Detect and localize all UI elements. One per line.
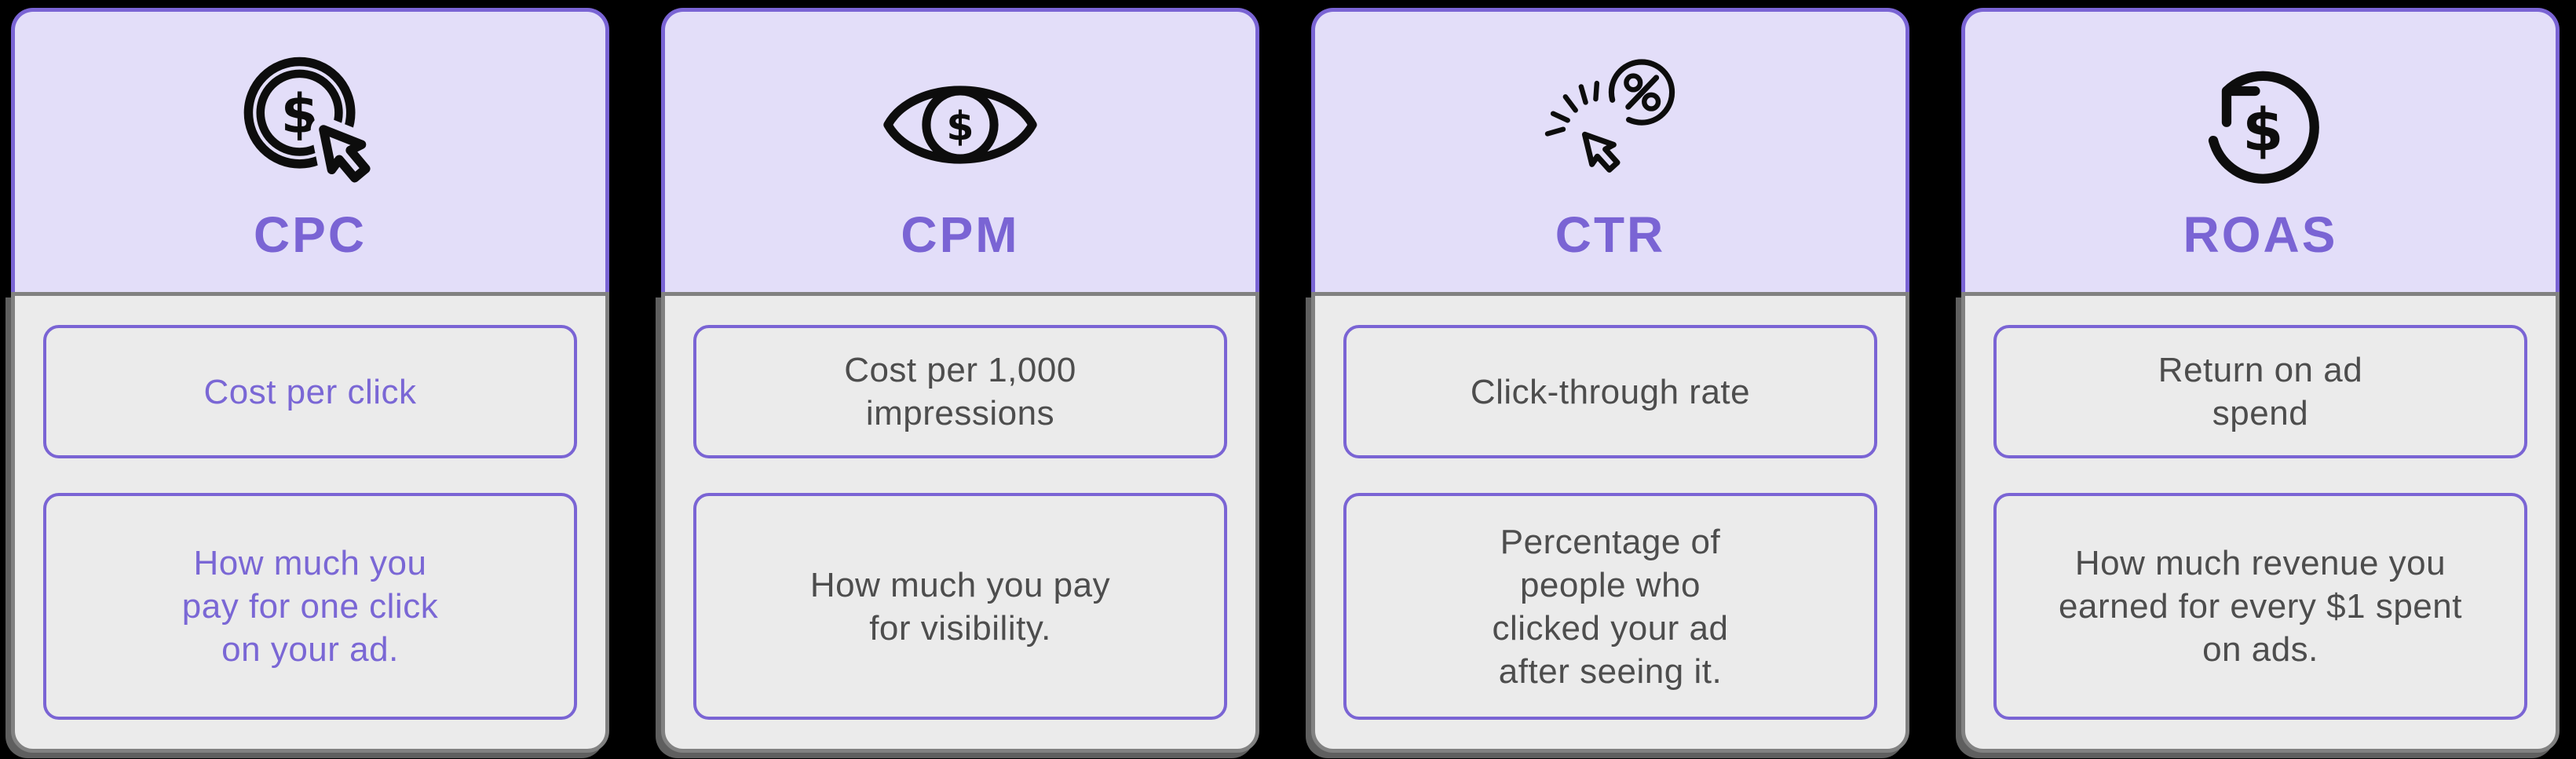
card-roas: $ ROAS Return on ad spend How much reven… (1961, 8, 2560, 753)
eye-dollar-icon: $ (879, 49, 1042, 200)
card-ctr: CTR Click-through rate Percentage of peo… (1311, 8, 1909, 753)
card-cpc-header: $ CPC (11, 8, 609, 292)
svg-text:$: $ (2242, 96, 2283, 165)
description-box: How much you pay for one click on your a… (43, 493, 577, 720)
description-text: Percentage of people who clicked your ad… (1492, 522, 1729, 691)
description-text: How much you pay for visibility. (809, 565, 1111, 648)
definition-text: Cost per click (203, 372, 417, 411)
card-ctr-body: Click-through rate Percentage of people … (1311, 292, 1909, 753)
definition-box: Return on ad spend (1993, 325, 2527, 458)
definition-text: Click-through rate (1470, 372, 1751, 411)
card-title: CTR (1555, 206, 1666, 263)
definition-text: Cost per 1,000 impressions (844, 351, 1076, 432)
card-title: ROAS (2183, 206, 2338, 263)
card-cpc: $ CPC Cost per click How much you pay fo… (11, 8, 609, 753)
click-percent-icon (1532, 49, 1689, 200)
definition-box: Cost per 1,000 impressions (693, 325, 1227, 458)
description-text: How much you pay for one click on your a… (181, 544, 439, 669)
description-text: How much revenue you earned for every $1… (2059, 544, 2462, 669)
definition-text: Return on ad spend (2158, 351, 2363, 432)
description-box: How much revenue you earned for every $1… (1993, 493, 2527, 720)
card-cpm-header: $ CPM (661, 8, 1259, 292)
card-ctr-header: CTR (1311, 8, 1909, 292)
description-box: Percentage of people who clicked your ad… (1343, 493, 1877, 720)
card-title: CPM (901, 206, 1020, 263)
description-box: How much you pay for visibility. (693, 493, 1227, 720)
coin-click-icon: $ (233, 49, 387, 200)
definition-box: Cost per click (43, 325, 577, 458)
svg-text:$: $ (946, 103, 974, 149)
card-cpc-body: Cost per click How much you pay for one … (11, 292, 609, 753)
card-roas-body: Return on ad spend How much revenue you … (1961, 292, 2560, 753)
card-title: CPC (253, 206, 367, 263)
card-cpm: $ CPM Cost per 1,000 impressions How muc… (661, 8, 1259, 753)
card-cpm-body: Cost per 1,000 impressions How much you … (661, 292, 1259, 753)
definition-box: Click-through rate (1343, 325, 1877, 458)
refresh-dollar-icon: $ (2190, 49, 2331, 200)
card-roas-header: $ ROAS (1961, 8, 2560, 292)
